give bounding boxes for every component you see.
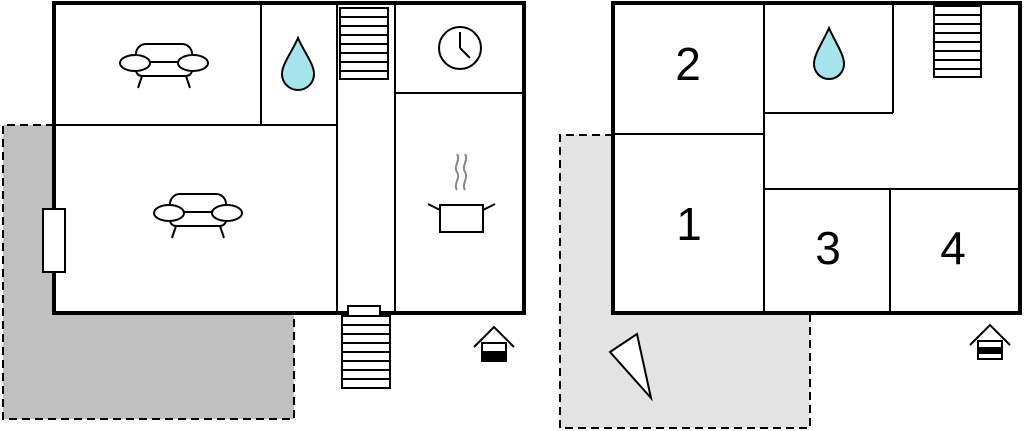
window: [42, 208, 66, 273]
house-entrance-icon: [473, 325, 515, 362]
ground-floor-outline: [54, 3, 524, 313]
ground-floor-inner-walls: [54, 3, 524, 313]
room-1-label: 1: [676, 198, 702, 250]
upper-floor-inner-walls: [613, 3, 1020, 313]
entrance-steps: [341, 305, 391, 389]
upper-floor-plan: 2 1 3 4: [559, 1, 1022, 429]
room-2-label: 2: [675, 38, 701, 90]
ground-floor-plan: [2, 1, 526, 420]
sofa-icon: [153, 193, 243, 239]
cooking-pot-icon: [427, 153, 496, 233]
room-3-label: 3: [815, 222, 841, 274]
water-drop-icon: [812, 25, 846, 80]
sofa-icon: [119, 43, 209, 89]
staircase-icon: [339, 7, 389, 80]
staircase-icon: [933, 5, 982, 78]
compass-needle-icon: [608, 332, 653, 402]
room-4-label: 4: [940, 222, 966, 274]
water-drop-icon: [280, 35, 316, 91]
house-entrance-icon: [969, 323, 1011, 360]
clock-icon: [438, 26, 482, 70]
